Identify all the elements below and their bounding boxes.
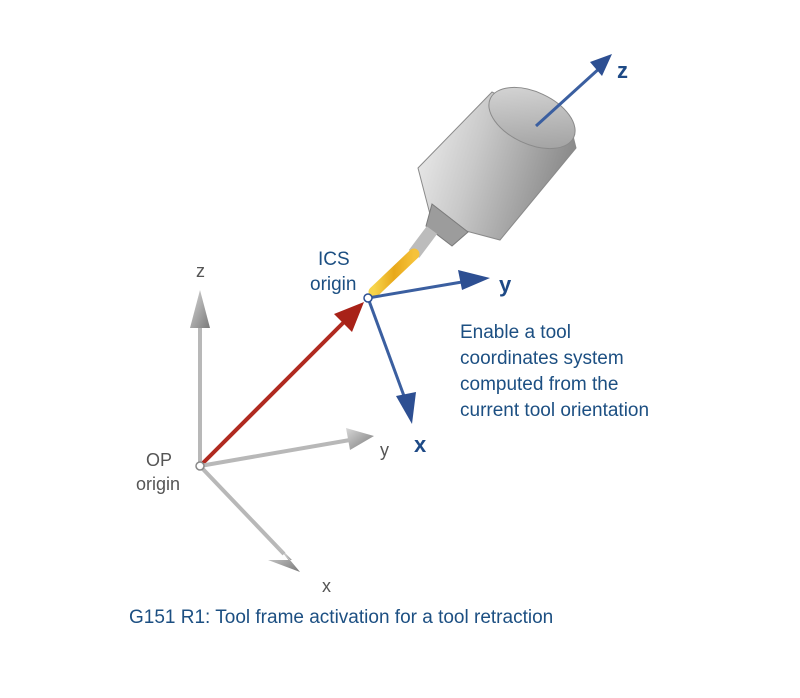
tool-z-label: z bbox=[617, 58, 628, 83]
op-frame-axes bbox=[190, 290, 374, 572]
ics-y-label: y bbox=[499, 272, 512, 297]
op-origin-label-line2: origin bbox=[136, 474, 181, 494]
tool-z-axis bbox=[534, 54, 612, 128]
op-z-label: z bbox=[196, 261, 205, 281]
description-note: Enable a tool coordinates system compute… bbox=[460, 320, 720, 424]
note-line: Enable a tool bbox=[460, 322, 571, 343]
op-y-label: y bbox=[380, 440, 389, 460]
note-line: current tool orientation bbox=[460, 400, 650, 421]
op-x-label: x bbox=[322, 576, 331, 596]
ics-origin-label-line2: origin bbox=[310, 274, 357, 295]
ics-frame-axes bbox=[363, 270, 490, 424]
note-line: coordinates system bbox=[460, 348, 624, 369]
offset-vector bbox=[198, 302, 364, 468]
note-line: computed from the bbox=[460, 374, 619, 395]
cutting-tool bbox=[368, 226, 438, 298]
spindle-cylinder bbox=[417, 86, 577, 247]
ics-x-label: x bbox=[414, 432, 427, 457]
figure-caption: G151 R1: Tool frame activation for a too… bbox=[129, 607, 554, 628]
ics-origin-label-line1: ICS bbox=[318, 249, 350, 270]
op-origin-label-line1: OP bbox=[146, 450, 173, 470]
